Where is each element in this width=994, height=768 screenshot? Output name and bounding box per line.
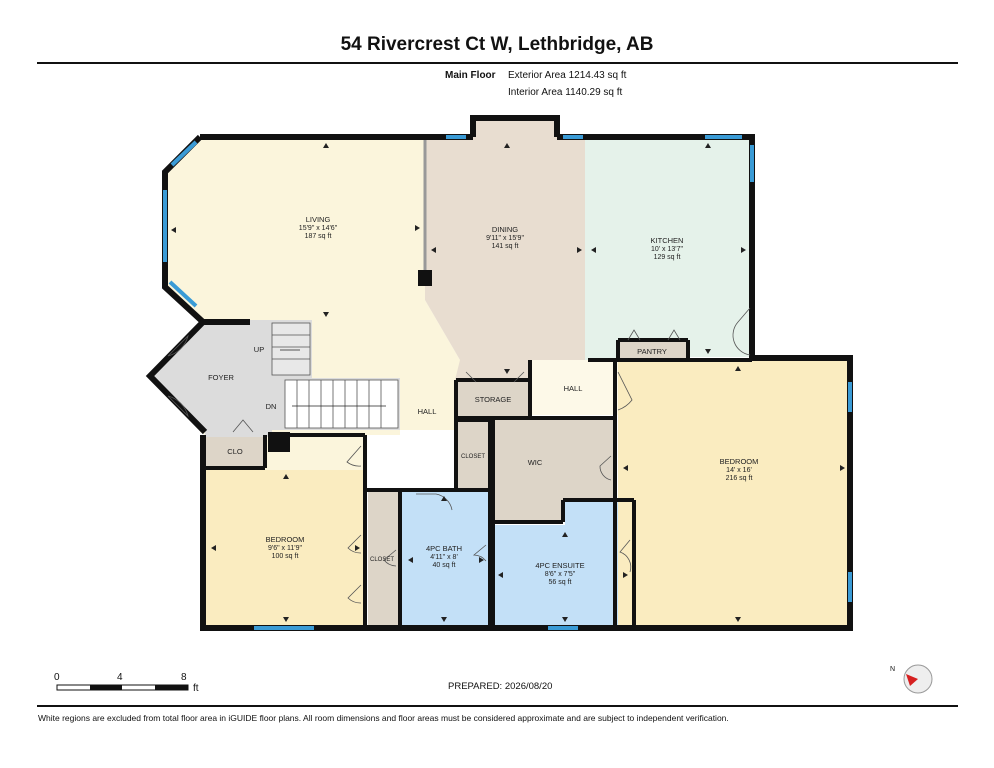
bedroom-left-name: BEDROOM — [266, 535, 305, 544]
ensuite-name: 4PC ENSUITE — [535, 561, 584, 570]
exterior-area: Exterior Area 1214.43 sq ft — [508, 70, 627, 81]
scale-tick-4: 4 — [117, 672, 123, 683]
scale-tick-0: 0 — [54, 672, 60, 683]
dining-area: 141 sq ft — [492, 243, 519, 250]
wic-name: WIC — [528, 458, 543, 467]
closet-left-name: CLOSET — [370, 557, 394, 563]
footer-divider — [37, 705, 958, 707]
closet-small-name: CLOSET — [461, 454, 485, 460]
pantry-name: PANTRY — [637, 347, 667, 356]
footer-disclaimer: White regions are excluded from total fl… — [38, 713, 729, 723]
pantry — [618, 340, 688, 358]
bedroom-right — [618, 360, 848, 625]
ensuite-area: 56 sq ft — [549, 579, 572, 586]
dining-room — [425, 120, 585, 380]
closet-left — [368, 490, 400, 625]
windows — [163, 135, 852, 630]
dining-name: DINING — [492, 225, 518, 234]
dining-dims: 9'11" x 15'9" — [486, 235, 524, 242]
hall-left-name: HALL — [418, 407, 437, 416]
scale-unit: ft — [193, 683, 199, 694]
bedroom-left-dims: 9'6" x 11'9" — [268, 545, 302, 552]
dimension-markers — [171, 143, 845, 622]
floor-label: Main Floor — [445, 70, 496, 81]
clo — [205, 437, 265, 467]
hall-right — [530, 360, 618, 415]
chimney-block — [268, 432, 290, 452]
prepared-date: PREPARED: 2026/08/20 — [448, 681, 553, 692]
scale-bar — [56, 684, 189, 691]
interior-area: Interior Area 1140.29 sq ft — [508, 87, 623, 98]
foyer-name: FOYER — [208, 373, 234, 382]
bedroom-left — [205, 470, 365, 625]
header-divider — [37, 62, 958, 64]
compass-icon: N — [890, 662, 934, 696]
bedroom-right-area: 216 sq ft — [726, 475, 753, 482]
interior-walls — [205, 338, 752, 628]
living-area: 187 sq ft — [305, 233, 332, 240]
living-name: LIVING — [306, 215, 331, 224]
room-labels: LIVING 15'9" x 14'6" 187 sq ft DINING 9'… — [208, 215, 758, 586]
closet-small — [458, 420, 488, 490]
kitchen-area: 129 sq ft — [654, 254, 681, 261]
storage — [458, 382, 528, 417]
kitchen-name: KITCHEN — [651, 236, 684, 245]
stairs-up — [271, 322, 311, 376]
clo-name: CLO — [227, 447, 243, 456]
kitchen-dims: 10' x 13'7" — [651, 246, 684, 253]
column — [418, 270, 432, 286]
storage-name: STORAGE — [475, 395, 512, 404]
bedroom-right-name: BEDROOM — [720, 457, 759, 466]
scale-tick-8: 8 — [181, 672, 187, 683]
stairs-up-label: UP — [254, 345, 264, 354]
living-dims: 15'9" x 14'6" — [299, 225, 338, 232]
bath-name: 4PC BATH — [426, 544, 462, 553]
page-title: 54 Rivercrest Ct W, Lethbridge, AB — [340, 34, 654, 55]
ensuite — [492, 500, 632, 625]
hall-right-name: HALL — [564, 384, 583, 393]
bath-dims: 4'11" x 8' — [430, 554, 458, 561]
bedroom-right-dims: 14' x 16' — [726, 467, 752, 474]
bedroom-left-area: 100 sq ft — [272, 553, 299, 560]
bath-area: 40 sq ft — [433, 562, 456, 569]
bath — [402, 490, 488, 625]
stairs-down — [284, 379, 399, 429]
stairs-down-label: DN — [266, 402, 277, 411]
ensuite-dims: 8'6" x 7'5" — [545, 571, 576, 578]
compass-label: N — [890, 666, 896, 673]
doors — [167, 307, 751, 604]
kitchen — [585, 137, 750, 362]
